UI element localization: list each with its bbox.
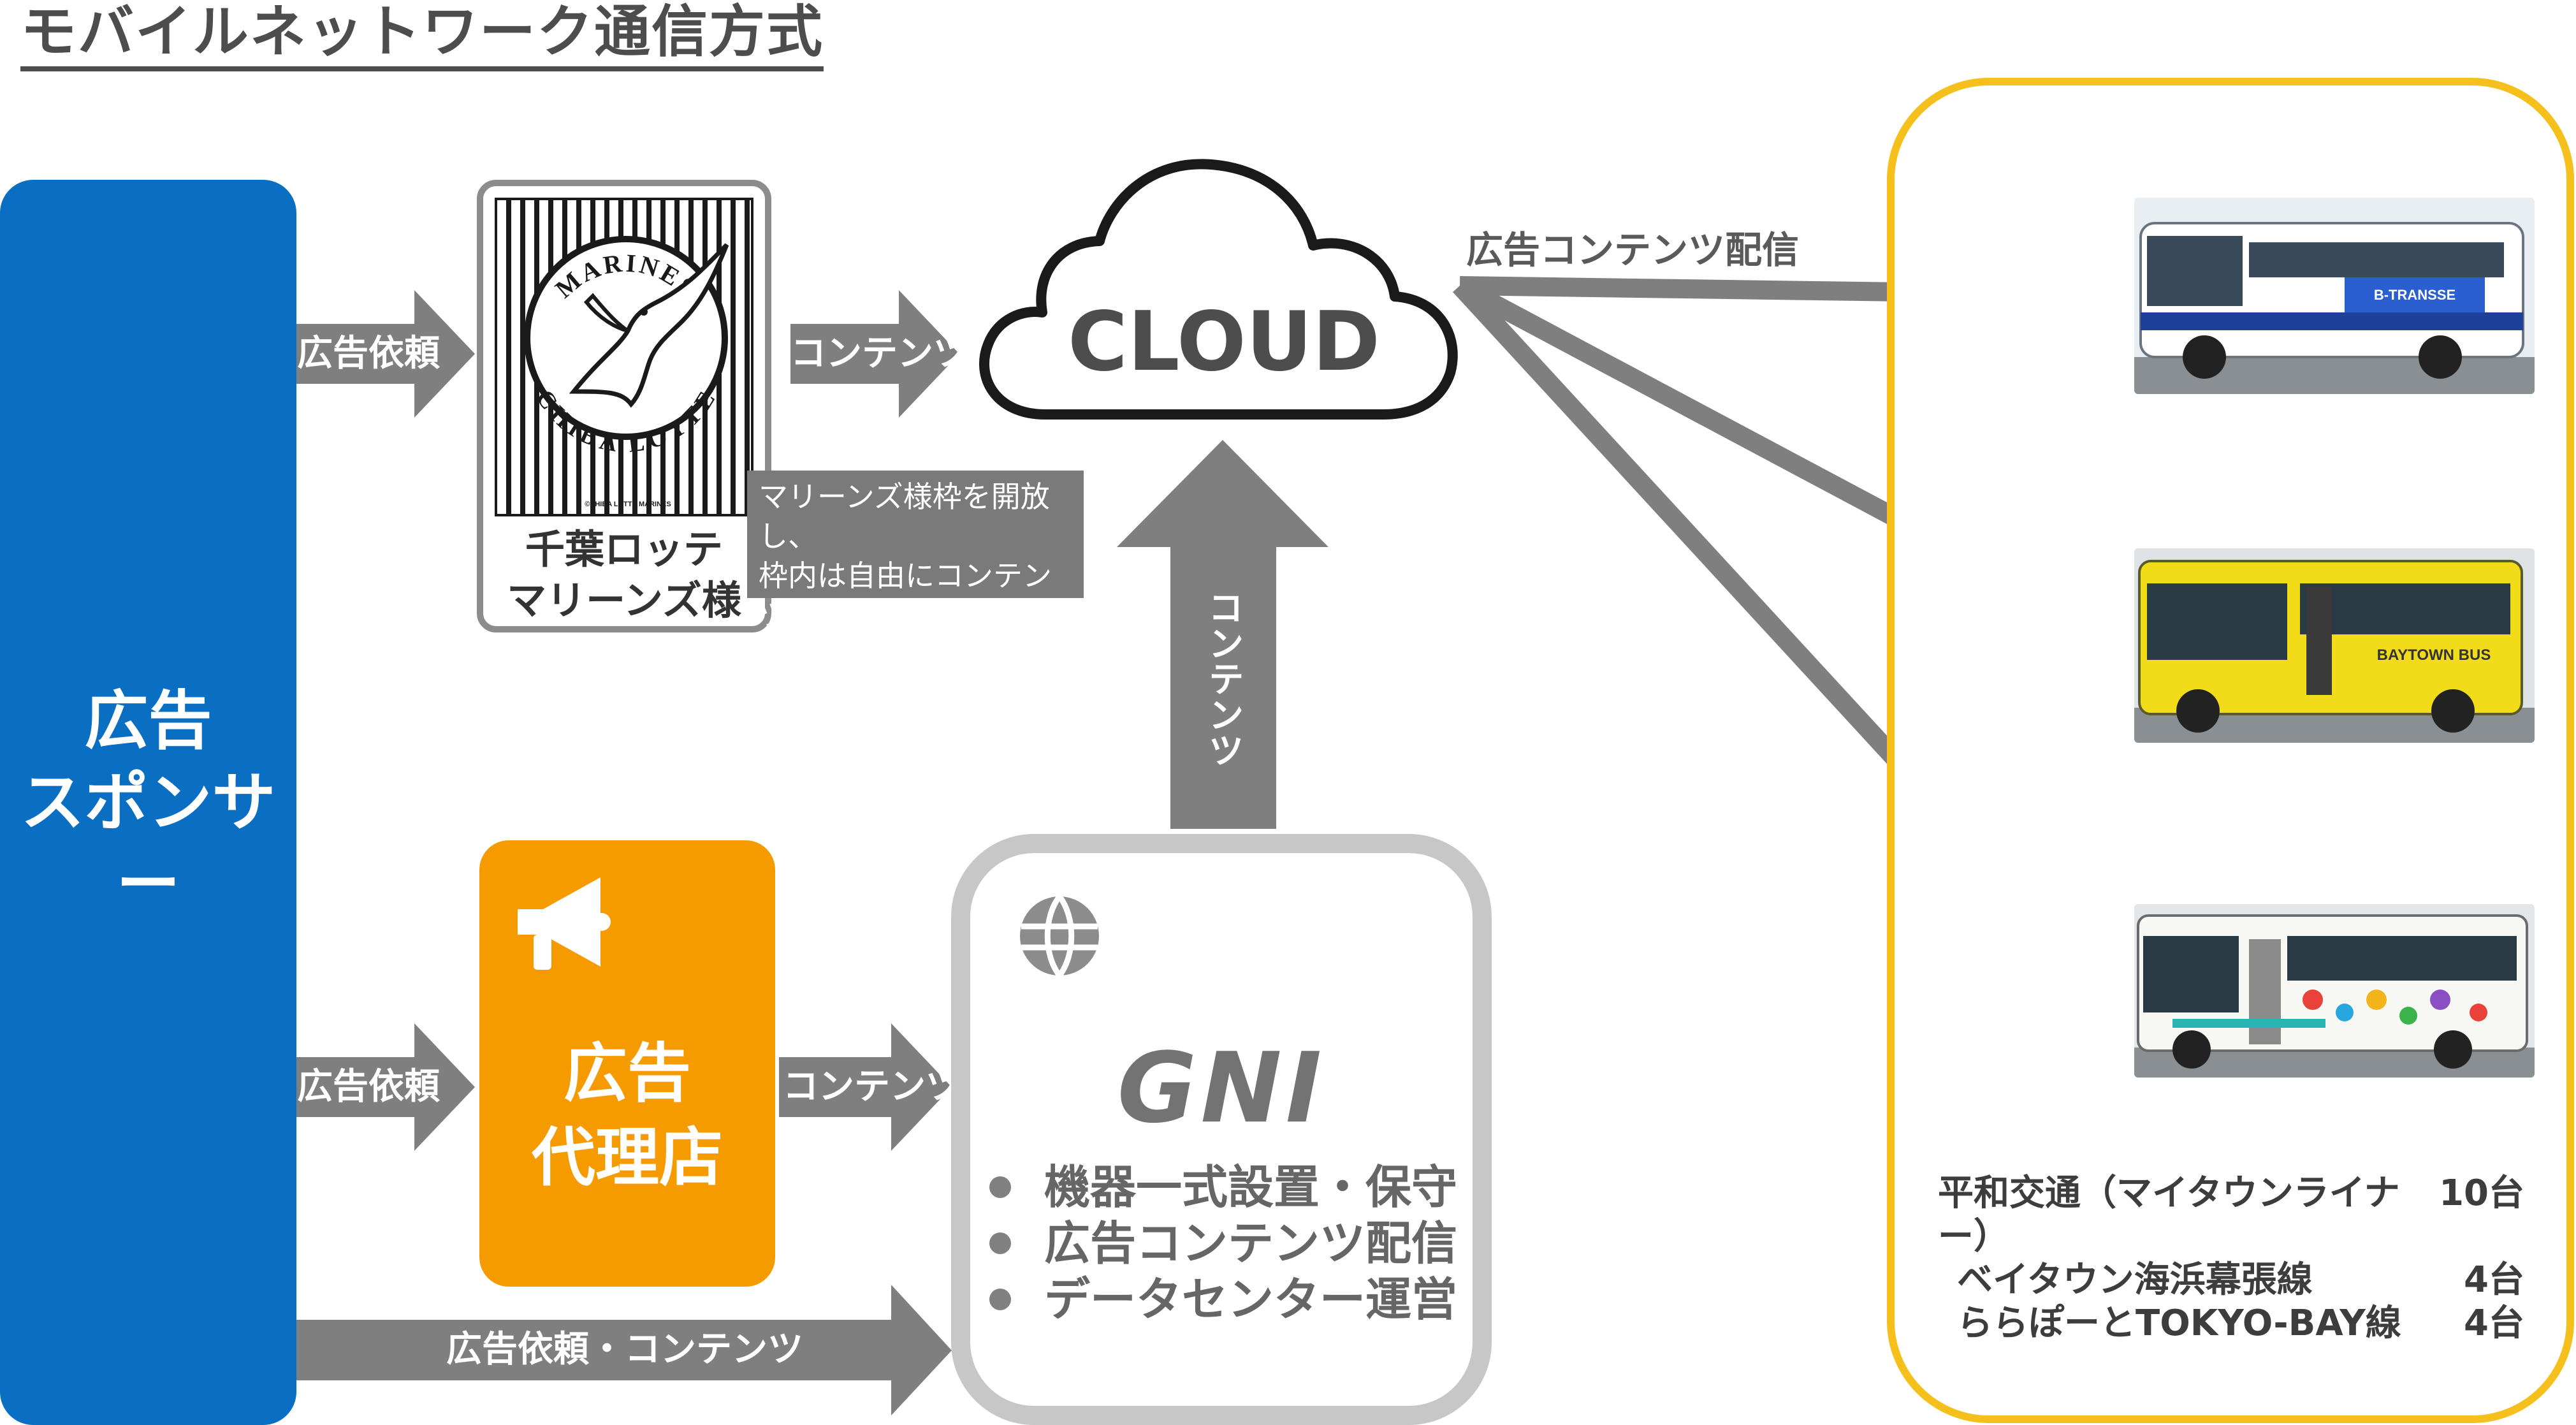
bus2-sign: BAYTOWN BUS xyxy=(2377,647,2491,664)
gni-service-text: データセンター運営 xyxy=(1044,1273,1458,1326)
fleet-row: ベイタウン海浜幕張線 4台 xyxy=(1938,1259,2524,1302)
fleet-route-name: 平和交通（マイタウンライナー） xyxy=(1938,1173,2400,1257)
agency-label-line1: 広告 xyxy=(564,1036,691,1111)
globe-icon xyxy=(1020,895,1099,977)
fleet-route-count: 4台 xyxy=(2464,1259,2524,1301)
bullet-icon xyxy=(989,1176,1011,1198)
arrow-label-sponsor-to-marines: 広告依頼 xyxy=(297,333,440,374)
marines-label: 千葉ロッテ マリーンズ様 xyxy=(483,524,765,626)
arrow-sponsor-to-agency xyxy=(296,1023,475,1151)
gni-service-item: 広告コンテンツ配信 xyxy=(989,1215,1457,1271)
bus-photo-2: BAYTOWN BUS xyxy=(2134,548,2535,743)
ad-sponsor-block: 広告 スポンサー xyxy=(0,180,296,1425)
sponsor-label-line1: 広告 xyxy=(84,683,212,758)
gni-service-text: 機器一式設置・保守 xyxy=(1044,1160,1458,1214)
fleet-route-name: ベイタウン海浜幕張線 xyxy=(1957,1259,2313,1301)
fleet-route-name: ららぽーとTOKYO-BAY線 xyxy=(1957,1303,2401,1344)
seagull-wing-icon xyxy=(583,293,629,333)
arrow-label-gni-to-cloud: コンテンツ xyxy=(1202,589,1244,768)
fleet-route-count: 10台 xyxy=(2439,1173,2524,1214)
gni-service-text: 広告コンテンツ配信 xyxy=(1044,1217,1458,1270)
note-line3: 変更が可能です。 xyxy=(759,638,991,672)
cloud-outline xyxy=(979,159,1458,420)
gni-service-list: 機器一式設置・保守 広告コンテンツ配信 データセンター運営 xyxy=(989,1159,1457,1327)
bullet-icon xyxy=(989,1232,1011,1254)
arrow-agency-to-gni xyxy=(779,1023,952,1151)
bus-photo-1: B-TRANSSE xyxy=(2134,198,2535,394)
gni-service-item: 機器一式設置・保守 xyxy=(989,1159,1457,1215)
bus-illustration-3 xyxy=(2134,914,2535,1078)
ad-agency-block: 広告 代理店 xyxy=(479,840,775,1287)
fleet-row: 平和交通（マイタウンライナー） 10台 xyxy=(1938,1172,2524,1259)
page-title: モバイルネットワーク通信方式 xyxy=(20,0,824,71)
bus1-sign: B-TRANSSE xyxy=(2374,287,2456,303)
arrow-label-sponsor-to-agency: 広告依頼 xyxy=(297,1066,440,1107)
cloud-label: CLOUD xyxy=(1068,295,1380,390)
arrow-label-cloud-to-buses: 広告コンテンツ配信 xyxy=(1466,228,1800,272)
cloud-shape: CLOUD xyxy=(979,159,1458,420)
arrow-sponsor-to-gni xyxy=(296,1285,952,1415)
bullet-icon xyxy=(989,1289,1011,1310)
marines-card: MARINES CHIBA LOTTE ©CHIBA LOTTE MARINES… xyxy=(477,180,771,632)
marines-label-line1: 千葉ロッテ xyxy=(525,526,723,573)
megaphone-icon xyxy=(518,877,611,970)
gni-block: GNI 機器一式設置・保守 広告コンテンツ配信 データセンター運営 xyxy=(951,834,1492,1425)
logo-copyright: ©CHIBA LOTTE MARINES xyxy=(585,501,671,508)
agency-label-line2: 代理店 xyxy=(532,1120,723,1195)
arrow-sponsor-to-marines xyxy=(296,290,475,418)
sponsor-label-line2: スポンサー xyxy=(20,764,276,921)
gni-service-item: データセンター運営 xyxy=(989,1271,1457,1327)
fleet-row: ららぽーとTOKYO-BAY線 4台 xyxy=(1938,1302,2524,1345)
note-line1: マリーンズ様枠を開放し、 xyxy=(759,479,1050,553)
arrow-label-sponsor-to-gni: 広告依頼・コンテンツ xyxy=(446,1329,803,1370)
arrow-label-agency-to-gni: コンテンツ xyxy=(783,1066,961,1107)
gni-title: GNI xyxy=(1117,1032,1326,1144)
arrow-marines-to-cloud xyxy=(790,290,959,418)
marines-label-line2: マリーンズ様 xyxy=(507,577,741,624)
note-line2: 枠内は自由にコンテンツ xyxy=(759,559,1052,632)
arrow-gni-to-cloud xyxy=(1117,440,1328,829)
bus-illustration-1: B-TRANSSE xyxy=(2134,222,2535,394)
agency-label: 広告 代理店 xyxy=(479,1032,775,1200)
bus-photo-3 xyxy=(2134,904,2535,1078)
marines-emblem-art: MARINES CHIBA LOTTE ©CHIBA LOTTE MARINES xyxy=(530,243,729,508)
fleet-route-count: 4台 xyxy=(2464,1303,2524,1344)
marines-note: マリーンズ様枠を開放し、 枠内は自由にコンテンツ 変更が可能です。 xyxy=(747,471,1084,672)
marines-logo: MARINES CHIBA LOTTE ©CHIBA LOTTE MARINES xyxy=(495,198,753,516)
bus-illustration-2: BAYTOWN BUS xyxy=(2134,560,2535,743)
fleet-list: 平和交通（マイタウンライナー） 10台 ベイタウン海浜幕張線 4台 ららぽーとT… xyxy=(1938,1172,2524,1345)
arrow-label-marines-to-cloud: コンテンツ xyxy=(790,333,969,374)
